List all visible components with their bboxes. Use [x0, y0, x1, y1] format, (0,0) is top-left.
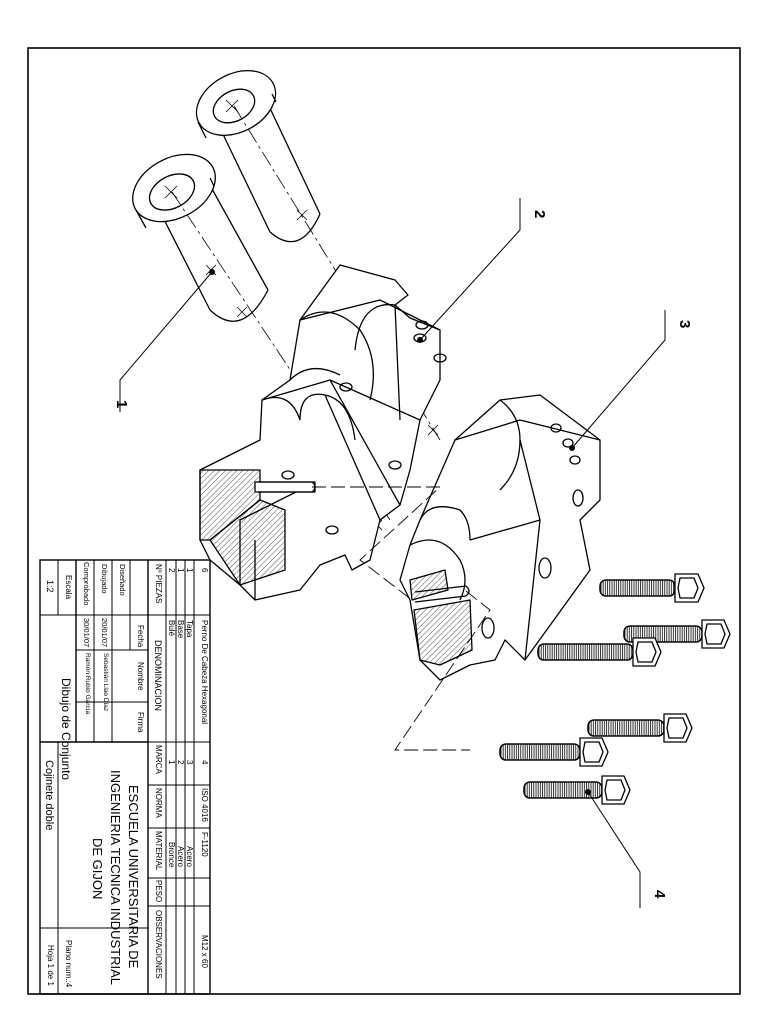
callout-3-label: 3 — [676, 320, 693, 329]
bolts — [499, 573, 731, 805]
name-comprobado: Ramón Rubio García — [84, 653, 91, 715]
part-qty-1: 1 — [185, 568, 194, 573]
title-block-grid — [39, 559, 211, 995]
part-name-3: Bulé — [167, 620, 176, 637]
sheet-border — [27, 47, 741, 995]
header-marca: MARCA — [154, 745, 163, 774]
callout-4: 4 — [650, 890, 668, 908]
callout-2-label: 2 — [531, 210, 548, 219]
leader-lines — [119, 198, 666, 908]
callout-1: 1 — [112, 400, 130, 418]
part-qty-3: 2 — [167, 568, 176, 573]
header-observaciones: OBSERVACIONES — [154, 910, 163, 979]
plano-value: 4 — [64, 982, 73, 988]
school-line-1: ESCUELA UNIVERSITARIA DE — [126, 785, 141, 969]
cap-block — [399, 394, 601, 681]
plano-label-text: Plano num.: — [64, 940, 73, 983]
name-dibujado: Sebastián Llao Díaz — [102, 653, 109, 712]
drawing-type: Dibujo de Conjunto — [59, 678, 73, 781]
bushing-right — [195, 70, 321, 243]
plano-label: Plano num.:4 — [64, 940, 73, 988]
role-disenado: Diseñado — [118, 564, 127, 596]
header-peso: PESO — [154, 880, 163, 903]
part-qty-2: 1 — [176, 568, 185, 573]
firma-label: Firma — [136, 712, 145, 733]
school-line-3: DE GIJON — [90, 838, 105, 900]
header-material: MATERIAL — [154, 831, 163, 871]
part-material-1: Acero — [185, 846, 194, 867]
bushing-left — [132, 153, 269, 322]
part-mark-0: 4 — [200, 760, 209, 765]
role-comprobado: Comprobado — [82, 562, 91, 606]
part-name-0: Perno De Cabeza Hexagonal — [200, 620, 209, 725]
base-block — [199, 264, 447, 601]
escala-label: Escala — [64, 575, 73, 600]
part-mark-2: 2 — [176, 760, 185, 765]
part-norm-0: ISO 4016 — [200, 788, 209, 822]
drawing-title: Cojinete doble — [43, 760, 55, 831]
fecha-label: Fecha — [136, 625, 145, 648]
part-name-2: Base — [176, 620, 185, 639]
school-line-2: INGENIERIA TECNICA INDUSTRIAL — [108, 770, 123, 986]
nombre-label: Nombre — [136, 662, 145, 691]
part-material-3: Bronce — [167, 842, 176, 868]
callout-2: 2 — [530, 210, 548, 228]
header-norma: NORMA — [154, 788, 163, 818]
part-material-0: F-1120 — [200, 832, 209, 857]
part-mark-1: 3 — [185, 760, 194, 765]
part-name-1: Tapa — [185, 620, 194, 638]
part-mark-3: 1 — [167, 760, 176, 765]
header-denominacion: DENOMINACION — [153, 640, 163, 712]
part-qty-0: 6 — [200, 568, 209, 573]
drawing-area — [119, 70, 731, 908]
part-obs-0: M12 x 60 — [200, 935, 209, 968]
role-dibujado: Dibujado — [100, 564, 109, 594]
escala-value: 1:2 — [45, 580, 55, 593]
hoja: Hoja 1 de 1 — [46, 945, 55, 986]
callout-3: 3 — [675, 320, 693, 338]
header-n-piezas: Nº PIEZAS — [154, 564, 163, 604]
part-material-2: Acero — [176, 846, 185, 867]
callout-4-label: 4 — [651, 890, 668, 899]
callout-1-label: 1 — [113, 400, 130, 409]
date-comprobado: 30/01/07 — [82, 618, 91, 648]
date-dibujado: 20/01/07 — [100, 618, 109, 648]
